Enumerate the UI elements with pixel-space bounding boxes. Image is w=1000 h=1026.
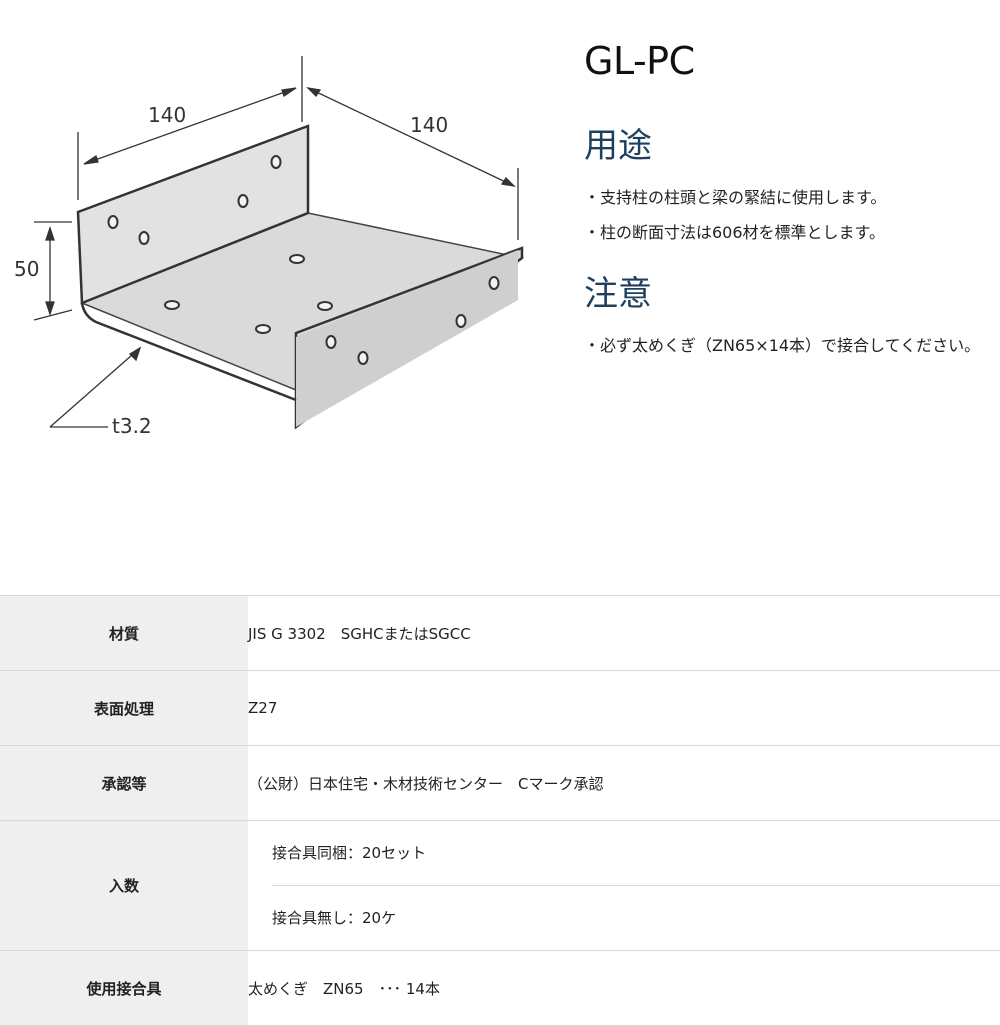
spec-table: 材質 JIS G 3302 SGHCまたはSGCC 表面処理 Z27 承認等 （… xyxy=(0,595,1000,1026)
table-row: 材質 JIS G 3302 SGHCまたはSGCC xyxy=(0,595,1000,671)
dim-width-label: 140 xyxy=(148,103,186,127)
spec-label-material: 材質 xyxy=(0,595,248,671)
caution-heading: 注意 xyxy=(584,274,652,314)
table-row: 表面処理 Z27 xyxy=(0,670,1000,746)
spec-label-fasteners: 使用接合具 xyxy=(0,950,248,1026)
back-flange xyxy=(76,124,310,305)
spec-value-surface: Z27 xyxy=(248,699,278,717)
usage-list: ・支持柱の柱頭と梁の緊結に使用します。 ・柱の断面寸法は606材を標準とします。 xyxy=(584,180,1000,250)
dim-thickness-label: t3.2 xyxy=(112,414,152,438)
dimension-lines xyxy=(33,56,519,428)
table-row: 承認等 （公財）日本住宅・木材技術センター Cマーク承認 xyxy=(0,745,1000,821)
table-row: 使用接合具 太めくぎ ZN65 ･･･ 14本 xyxy=(0,950,1000,1026)
product-code: GL-PC xyxy=(584,39,695,83)
bracket-drawing: 140 140 50 t3.2 xyxy=(14,56,525,438)
quantity-with-fasteners: 接合具同梱：20セット xyxy=(272,844,427,862)
caution-list: ・必ず太めくぎ（ZN65×14本）で接合してください。 xyxy=(584,328,1000,363)
spec-value-fasteners: 太めくぎ ZN65 ･･･ 14本 xyxy=(248,979,440,998)
spec-label-surface: 表面処理 xyxy=(0,670,248,746)
quantity-without-fasteners: 接合具無し：20ケ xyxy=(272,885,1000,950)
usage-item: ・支持柱の柱頭と梁の緊結に使用します。 xyxy=(584,188,887,207)
fastener-holes xyxy=(107,155,500,365)
spec-value-approval: （公財）日本住宅・木材技術センター Cマーク承認 xyxy=(248,774,604,793)
usage-heading: 用途 xyxy=(584,126,652,166)
spec-label-quantity: 入数 xyxy=(0,820,248,951)
caution-item: ・必ず太めくぎ（ZN65×14本）で接合してください。 xyxy=(584,336,981,355)
spec-value-quantity: 接合具同梱：20セット 接合具無し：20ケ xyxy=(248,821,1000,951)
bend-edge xyxy=(80,302,297,402)
table-row: 入数 接合具同梱：20セット 接合具無し：20ケ xyxy=(0,820,1000,951)
front-flange-face xyxy=(296,250,518,427)
dim-height-label: 50 xyxy=(14,257,39,281)
product-info: GL-PC 用途 ・支持柱の柱頭と梁の緊結に使用します。 ・柱の断面寸法は606… xyxy=(584,36,1000,363)
spec-label-approval: 承認等 xyxy=(0,745,248,821)
spec-value-material: JIS G 3302 SGHCまたはSGCC xyxy=(248,624,471,643)
product-illustration: 140 140 50 t3.2 xyxy=(0,40,560,460)
dim-depth-label: 140 xyxy=(410,113,448,137)
usage-item: ・柱の断面寸法は606材を標準とします。 xyxy=(584,223,885,242)
